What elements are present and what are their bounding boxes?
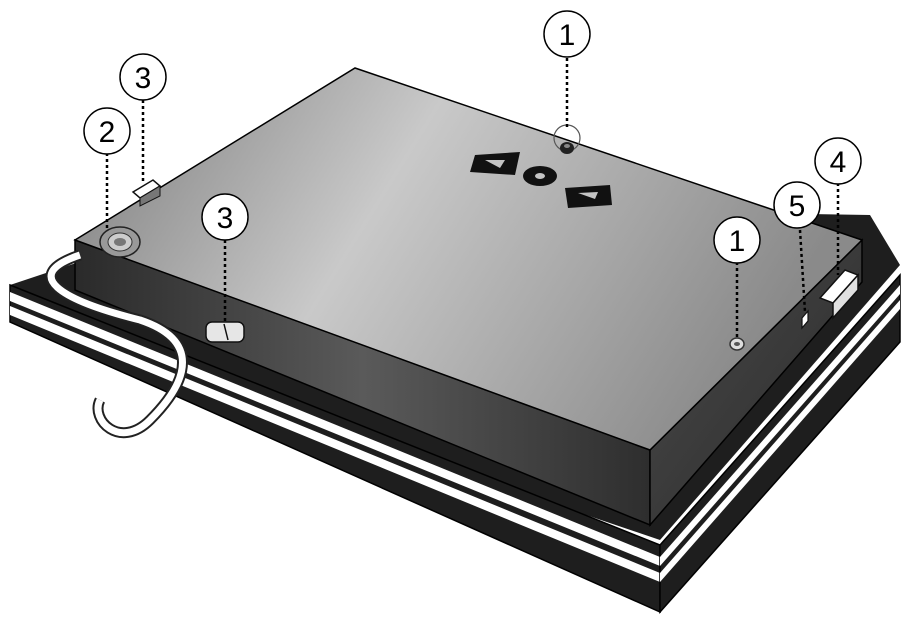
mounting-clip-top-left xyxy=(131,179,162,207)
callout-label: 3 xyxy=(217,202,234,235)
callout-4: 4 xyxy=(814,137,862,185)
callout-label: 2 xyxy=(99,116,116,149)
callout-1-right: 1 xyxy=(713,216,761,264)
callout-label: 1 xyxy=(559,19,576,52)
callout-label: 5 xyxy=(789,190,806,223)
power-connector xyxy=(99,226,141,258)
mounting-clip-front xyxy=(205,321,245,343)
panel-box xyxy=(73,67,864,528)
screw-hole-right xyxy=(729,337,745,351)
power-cable xyxy=(45,249,188,439)
callout-label: 4 xyxy=(830,146,847,179)
callout-3-front: 3 xyxy=(201,193,249,241)
orientation-arrows-icon xyxy=(470,152,612,208)
callout-label: 3 xyxy=(135,62,152,95)
memory-card-slot xyxy=(818,269,860,320)
callout-5: 5 xyxy=(773,181,821,229)
callout-1-top: 1 xyxy=(543,10,591,58)
callout-label: 1 xyxy=(729,225,746,258)
leader-line-5 xyxy=(798,229,807,313)
callout-2: 2 xyxy=(83,107,131,155)
small-port xyxy=(801,309,809,330)
callout-3-top-left: 3 xyxy=(119,53,167,101)
